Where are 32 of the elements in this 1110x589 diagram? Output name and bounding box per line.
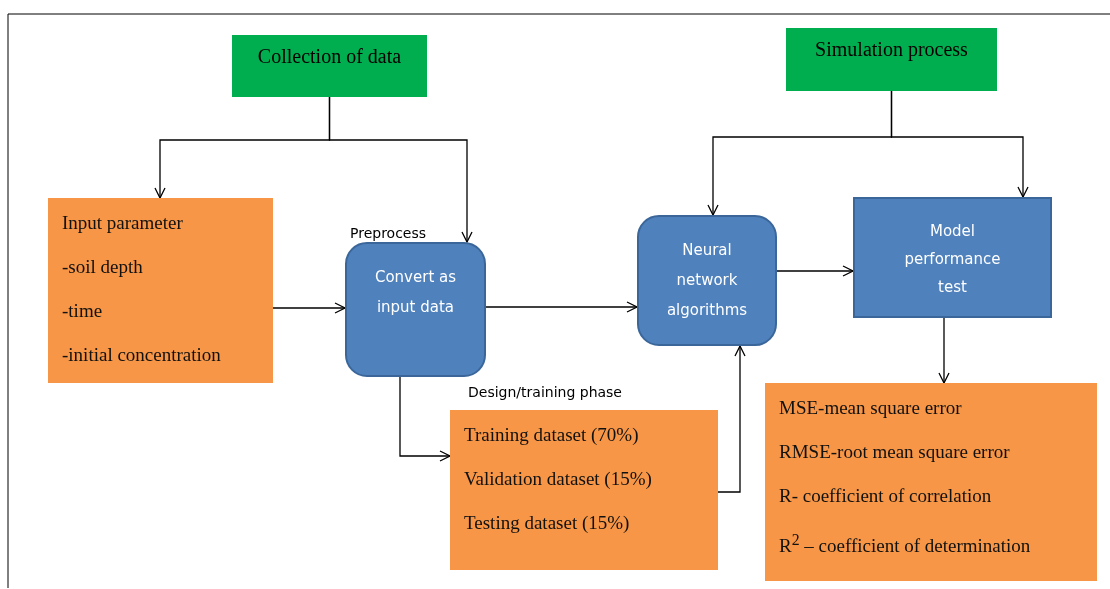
arrow — [890, 90, 1029, 198]
box-text: -soil depth — [62, 255, 143, 279]
arrow — [328, 96, 473, 243]
arrow — [272, 302, 346, 314]
box-text: R$^{2}$ – coefficient of determination — [779, 530, 1031, 559]
process-box — [853, 197, 1052, 318]
box-text: Training dataset (70%) — [464, 423, 639, 447]
header-box — [786, 28, 997, 91]
box-text: Validation dataset (15%) — [464, 467, 652, 491]
box-text: Simulation process — [815, 38, 968, 60]
text-box — [765, 383, 1097, 581]
box-text: Input parameter — [62, 211, 183, 235]
arrow — [776, 265, 854, 277]
box-text: Collection of data — [257, 45, 402, 67]
box-text: Neural network algorithms — [666, 241, 748, 319]
arrow — [938, 317, 950, 384]
arrow — [485, 301, 638, 313]
box-text: Convert as input data — [374, 268, 457, 316]
arrow — [399, 376, 451, 462]
box-text: -time — [62, 299, 103, 323]
header-box — [232, 35, 427, 97]
box-text: Testing dataset (15%) — [464, 511, 630, 535]
text-box — [48, 198, 273, 383]
box-text: Model performance test — [904, 222, 1001, 296]
box-text: MSE-mean square error — [779, 396, 962, 420]
arrow — [717, 345, 746, 493]
caption-text: Preprocess — [350, 224, 427, 243]
process-box — [637, 215, 777, 346]
box-text: -initial concentration — [62, 343, 221, 367]
caption-text: Design/training phase — [468, 384, 622, 400]
box-text: R- coefficient of correlation — [779, 484, 992, 508]
box-text: RMSE-root mean square error — [779, 440, 1010, 464]
